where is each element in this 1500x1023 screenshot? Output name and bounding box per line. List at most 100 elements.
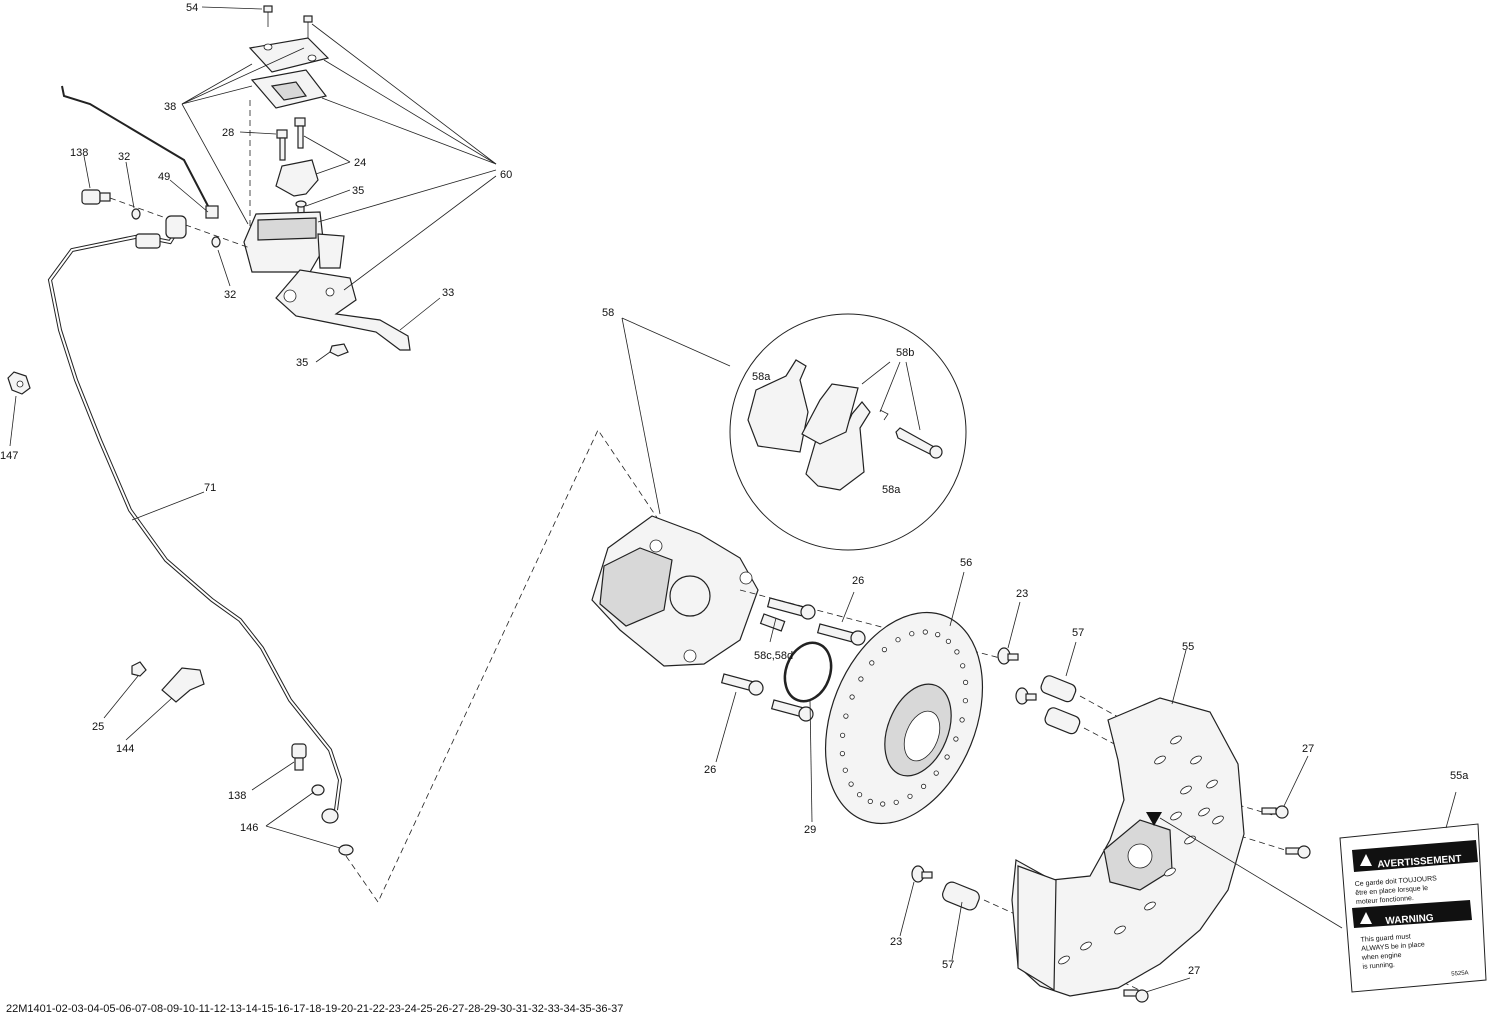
washer-32-bottom [211, 236, 221, 248]
warning-en-line2: ALWAYS be in place [1361, 941, 1425, 952]
callout-38: 38 [164, 101, 176, 113]
disc-hole [867, 798, 873, 805]
callout-144: 144 [116, 743, 134, 755]
guard-vent-slot [1180, 785, 1192, 795]
callout-26-top: 26 [852, 575, 864, 587]
callout-58: 58 [602, 307, 614, 319]
screw-54-right [303, 15, 313, 40]
callout-26-bottom: 26 [704, 764, 716, 776]
guard-vent-slot [1190, 755, 1202, 765]
disc-hole [909, 631, 915, 637]
callout-27-bottom: 27 [1188, 965, 1200, 977]
guard-vent-slot [1080, 941, 1092, 951]
callout-57-top: 57 [1072, 627, 1084, 639]
screw-23-second [1015, 687, 1037, 705]
brake-disc [824, 611, 984, 825]
callout-58b: 58b [896, 347, 914, 359]
callout-55a: 55a [1450, 770, 1469, 782]
screw-54-left [263, 5, 273, 27]
hose-clip-147 [7, 371, 31, 395]
nut-35 [329, 343, 349, 357]
warning-en-line1: This guard must [1360, 933, 1411, 943]
master-cylinder-body [243, 211, 345, 273]
callout-23-top: 23 [1016, 588, 1028, 600]
callout-54: 54 [186, 2, 198, 14]
warning-decal [1339, 823, 1487, 993]
screw-27-mid [1285, 845, 1311, 859]
banjo-bolt-138 [81, 189, 111, 205]
guard-vent-slot [1144, 901, 1156, 911]
callout-146: 146 [240, 822, 258, 834]
disc-hole [858, 676, 864, 682]
callout-32-bottom: 32 [224, 289, 236, 301]
drawing-reference-code: 22M1401-02-03-04-05-06-07-08-09-10-11-12… [6, 1003, 624, 1015]
callout-23-bottom: 23 [890, 936, 902, 948]
disc-hole [895, 637, 901, 643]
banjo-bolt-138-bottom [291, 743, 307, 771]
pad-detail-circle [729, 313, 967, 551]
brake-lever [275, 269, 411, 351]
disc-hole [893, 799, 899, 805]
screw-23-top [997, 647, 1019, 665]
disc-hole [880, 801, 886, 807]
disc-hole [839, 750, 846, 757]
caliper-bolt-26-c [720, 673, 764, 696]
disc-hole [843, 713, 849, 719]
spacer-57-bottom [942, 881, 980, 911]
guard-vent-slot [1154, 755, 1166, 765]
bracket-144 [161, 667, 205, 703]
handlebar-clamp [275, 159, 319, 197]
reservoir-diaphragm [250, 69, 328, 109]
guard-vent-slot [1114, 925, 1126, 935]
guard-vent-slot [1198, 807, 1210, 817]
disc-hole [933, 770, 939, 776]
callout-29: 29 [804, 824, 816, 836]
callout-71: 71 [204, 482, 216, 494]
callout-58a-top: 58a [752, 371, 771, 383]
guard-vent-slot [1206, 779, 1218, 789]
screw-27-bottom [1123, 989, 1149, 1003]
disc-hole [944, 754, 950, 760]
callout-58a-bottom: 58a [882, 484, 901, 496]
guard-vent-slot [1212, 815, 1224, 825]
disc-hole [856, 792, 863, 798]
guard-vent-slot [1058, 955, 1070, 965]
washer-146-top [311, 784, 325, 796]
washer-146-bottom [338, 844, 354, 856]
guard-vent-slot [1170, 811, 1182, 821]
bleeder-valve [759, 613, 786, 632]
warning-fr-line3: moteur fonctionne. [1356, 895, 1414, 906]
disc-hole [842, 767, 848, 773]
o-ring-29 [783, 641, 833, 703]
callout-57-bottom: 57 [942, 959, 954, 971]
callout-138-bottom: 138 [228, 790, 246, 802]
callout-25: 25 [92, 721, 104, 733]
disc-hole [935, 631, 941, 638]
caliper-bolt-26-a [766, 597, 816, 620]
nut-25 [131, 661, 147, 677]
disc-hole [922, 629, 928, 635]
disc-hole [907, 793, 913, 799]
disc-hole [953, 736, 959, 742]
disc-hole [960, 663, 966, 669]
disc-hole [839, 732, 846, 738]
disc-hole [869, 660, 875, 666]
brake-switch-wire [61, 85, 219, 219]
callout-32-top: 32 [118, 151, 130, 163]
callout-24: 24 [354, 157, 366, 169]
callout-33: 33 [442, 287, 454, 299]
callout-35-top: 35 [352, 185, 364, 197]
warning-en-header: WARNING [1385, 913, 1434, 927]
callout-56: 56 [960, 557, 972, 569]
brake-hose [47, 215, 343, 824]
screw-23-bottom [911, 865, 933, 883]
warning-code: 5525A [1451, 970, 1469, 977]
disc-hole [881, 646, 888, 653]
leader-lines [9, 6, 1457, 993]
disc-hole [954, 649, 960, 655]
spacer-57-top [1040, 675, 1077, 703]
caliper-bolt-26-d [770, 699, 814, 722]
disc-hole [849, 694, 855, 700]
brake-caliper [591, 515, 759, 667]
